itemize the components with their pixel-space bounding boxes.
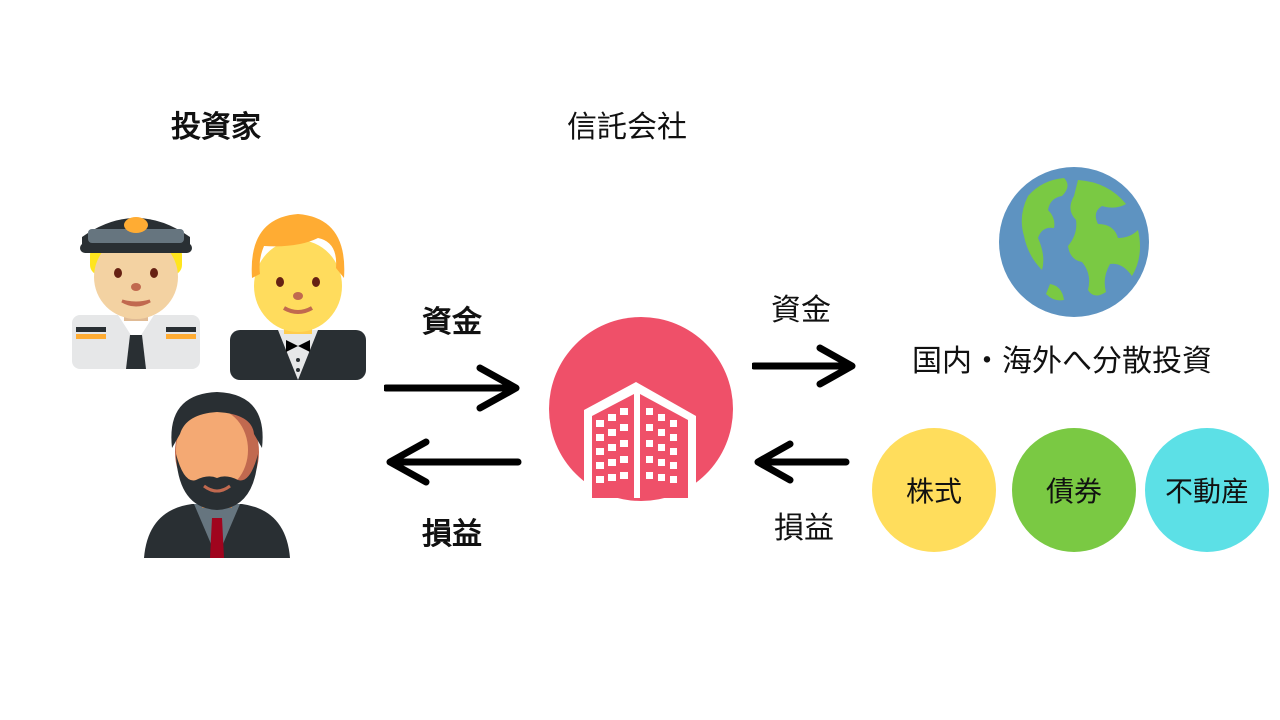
funds-label-left: 資金: [422, 305, 482, 340]
waiter-icon: [228, 208, 368, 380]
diversified-label: 国内・海外へ分散投資: [912, 344, 1212, 379]
businessman-icon: [142, 388, 292, 558]
pilot-icon: [70, 203, 202, 369]
globe-icon: [998, 166, 1150, 318]
profit-label-left: 損益: [422, 517, 482, 552]
building-icon: [548, 316, 734, 502]
left-arrow-icon: [382, 438, 522, 488]
left-arrow-icon-2: [750, 440, 850, 486]
funds-label-right: 資金: [771, 293, 831, 328]
asset-real-estate: 不動産: [1145, 428, 1269, 552]
right-arrow-icon-2: [752, 344, 860, 390]
right-arrow-icon: [384, 364, 524, 414]
asset-bonds: 債券: [1012, 428, 1136, 552]
trust-company-label: 信託会社: [567, 110, 687, 145]
asset-bonds-label: 債券: [1045, 475, 1102, 508]
investors-label: 投資家: [171, 110, 261, 145]
asset-real-estate-label: 不動産: [1164, 475, 1249, 508]
asset-stocks-label: 株式: [905, 475, 962, 508]
profit-label-right: 損益: [774, 511, 834, 546]
asset-stocks: 株式: [872, 428, 996, 552]
